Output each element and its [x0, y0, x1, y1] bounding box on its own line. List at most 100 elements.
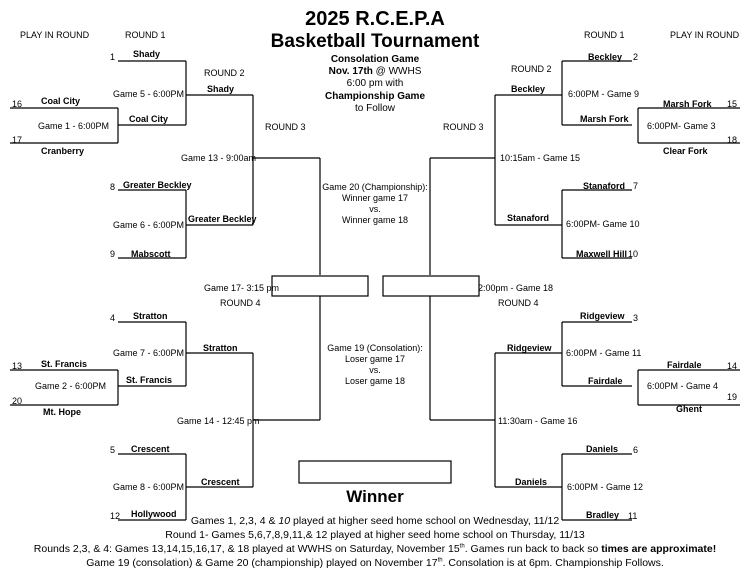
- team-name: St. Francis: [41, 359, 88, 369]
- header-round3-left: ROUND 3: [265, 122, 306, 132]
- follow-line: to Follow: [354, 103, 395, 114]
- header-round4-left: ROUND 4: [220, 298, 261, 308]
- seed: 14: [727, 361, 738, 371]
- team-name: Stanaford: [583, 181, 626, 191]
- seed: 11: [628, 511, 638, 521]
- title-line-2: Basketball Tournament: [270, 31, 480, 52]
- seed: 3: [633, 313, 639, 323]
- seed: 16: [12, 99, 23, 109]
- team-name: Fairdale: [588, 376, 623, 386]
- team-name: Fairdale: [667, 360, 702, 370]
- footer-line-4: Game 19 (consolation) & Game 20 (champio…: [86, 557, 664, 570]
- seed: 5: [110, 445, 116, 455]
- game-label: Game 7 - 6:00PM: [113, 348, 185, 358]
- game-20-line: Winner game 17: [341, 193, 409, 203]
- consolation-label: Consolation Game: [330, 54, 420, 65]
- team-name: Mabscott: [131, 249, 171, 259]
- header-round2-right: ROUND 2: [511, 64, 552, 74]
- team-name: Daniels: [515, 477, 548, 487]
- team-name: Mt. Hope: [43, 407, 81, 417]
- game-20-line: vs.: [369, 204, 381, 214]
- seed: 20: [12, 396, 23, 406]
- team-name: Daniels: [586, 444, 619, 454]
- seed: 6: [633, 445, 639, 455]
- game-19-line: Loser game 18: [344, 376, 406, 386]
- team-name: Ridgeview: [580, 311, 625, 321]
- team-name: Crescent: [131, 444, 170, 454]
- game-label: Game 8 - 6:00PM: [113, 482, 185, 492]
- header-play-in-left: PLAY IN ROUND: [20, 30, 90, 40]
- consolation-game-info: Game 19 (Consolation): Loser game 17 vs.…: [327, 343, 423, 387]
- seed: 8: [110, 182, 116, 192]
- seed: 4: [110, 313, 116, 323]
- game-label: 6:00PM - Game 4: [647, 381, 719, 391]
- game-20-title: Game 20 (Championship):: [322, 182, 428, 192]
- header-round2-left: ROUND 2: [204, 68, 245, 78]
- game-label: Game 5 - 6:00PM: [113, 89, 185, 99]
- team-name: Cranberry: [41, 146, 85, 156]
- team-name: Ghent: [676, 404, 702, 414]
- game-label: 6:00PM- Game 10: [566, 219, 640, 229]
- team-name: Maxwell Hill: [576, 249, 628, 259]
- footer-text: Rounds 2,3, & 4: Games 13,14,15,16,17, &…: [33, 543, 460, 555]
- footer-line-3: Rounds 2,3, & 4: Games 13,14,15,16,17, &…: [34, 543, 716, 556]
- game-label: 11:30am - Game 16: [498, 416, 578, 426]
- game-label: Game 1 - 6:00PM: [38, 121, 110, 131]
- seed: 10: [628, 249, 639, 259]
- team-name: Shady: [133, 49, 161, 59]
- header-round1-left: ROUND 1: [125, 30, 166, 40]
- team-name: Crescent: [201, 477, 240, 487]
- seed: 18: [727, 135, 738, 145]
- game-label: Game 2 - 6:00PM: [35, 381, 107, 391]
- game-20-line: Winner game 18: [341, 215, 409, 225]
- footer-text: . Consolation is at 6pm. Championship Fo…: [442, 557, 664, 569]
- team-name: Beckley: [588, 52, 623, 62]
- footer-text: Game 19 (consolation) & Game 20 (champio…: [86, 557, 438, 569]
- seed: 1: [110, 52, 116, 62]
- title-line-1: 2025 R.C.E.P.A: [305, 8, 445, 30]
- footer-line-1: Games 1, 2,3, 4 & 10 played at higher se…: [191, 515, 559, 528]
- seed: 7: [633, 181, 639, 191]
- team-name: Shady: [207, 84, 235, 94]
- game-label: 6:00PM- Game 3: [647, 121, 716, 131]
- seed: 2: [633, 52, 639, 62]
- team-name: Greater Beckley: [123, 180, 192, 190]
- footer-sup: th: [459, 543, 465, 550]
- game-label: Game 6 - 6:00PM: [113, 220, 185, 230]
- time-line: 6:00 pm with: [346, 78, 404, 89]
- team-name: Marsh Fork: [580, 114, 629, 124]
- seed: 19: [727, 392, 738, 402]
- date-text: Nov. 17th: [328, 66, 373, 77]
- game-19-line: Loser game 17: [344, 354, 406, 364]
- seed: 12: [110, 511, 121, 521]
- team-name: St. Francis: [126, 375, 173, 385]
- team-name: Clear Fork: [663, 146, 708, 156]
- team-name: Coal City: [41, 96, 81, 106]
- team-name: Greater Beckley: [188, 214, 257, 224]
- game-label: 10:15am - Game 15: [500, 153, 581, 163]
- seed: 9: [110, 249, 116, 259]
- team-name: Coal City: [129, 114, 169, 124]
- game-label: Game 13 - 9:00am: [181, 153, 257, 163]
- seed: 17: [12, 135, 23, 145]
- header-round1-right: ROUND 1: [584, 30, 625, 40]
- game-label: Game 17- 3:15 pm: [204, 283, 280, 293]
- team-name: Stratton: [203, 343, 238, 353]
- team-name: Stratton: [133, 311, 168, 321]
- game-label: Game 14 - 12:45 pm: [177, 416, 260, 426]
- footer-text: Games 1, 2,3, 4 &: [190, 515, 279, 527]
- date-line: Nov. 17th @ WWHS: [290, 66, 460, 78]
- footer-line-2: Round 1- Games 5,6,7,8,9,11,& 12 played …: [165, 529, 585, 541]
- team-name: Marsh Fork: [663, 99, 712, 109]
- location-text: @ WWHS: [375, 66, 422, 77]
- championship-game-info: Game 20 (Championship): Winner game 17 v…: [322, 182, 428, 226]
- team-name: Ridgeview: [507, 343, 552, 353]
- game-label: 6:00PM - Game 11: [566, 348, 642, 358]
- footer-text: 10: [278, 515, 291, 527]
- team-name: Beckley: [511, 84, 546, 94]
- championship-label: Championship Game: [324, 91, 425, 102]
- team-name: Bradley: [586, 510, 620, 520]
- game-label: 6:00PM - Game 9: [568, 89, 640, 99]
- winner-label: Winner: [346, 487, 404, 506]
